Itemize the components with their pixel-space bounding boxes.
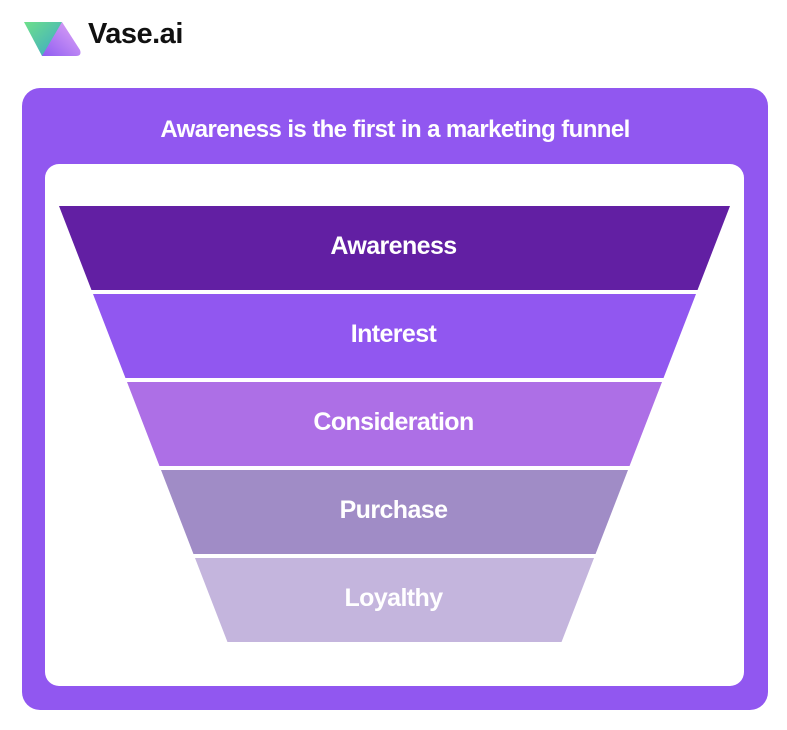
funnel-stage-interest — [93, 294, 696, 378]
funnel-stage-loyalthy — [195, 558, 594, 642]
funnel-stage-label: Loyalthy — [344, 584, 444, 612]
funnel-stage-label: Awareness — [330, 232, 457, 260]
funnel-stage-label: Interest — [350, 320, 437, 348]
funnel-stage-awareness — [59, 206, 730, 290]
funnel-stage-label: Purchase — [339, 496, 448, 524]
funnel-stage-purchase — [161, 470, 628, 554]
funnel-stage-consideration — [127, 382, 662, 466]
vase-logo-icon — [24, 22, 81, 56]
diagram-title: Awareness is the first in a marketing fu… — [160, 116, 630, 143]
funnel-stage-label: Consideration — [313, 408, 474, 436]
brand-name: Vase.ai — [88, 18, 183, 50]
vase-logo: Vase.ai — [22, 18, 183, 60]
